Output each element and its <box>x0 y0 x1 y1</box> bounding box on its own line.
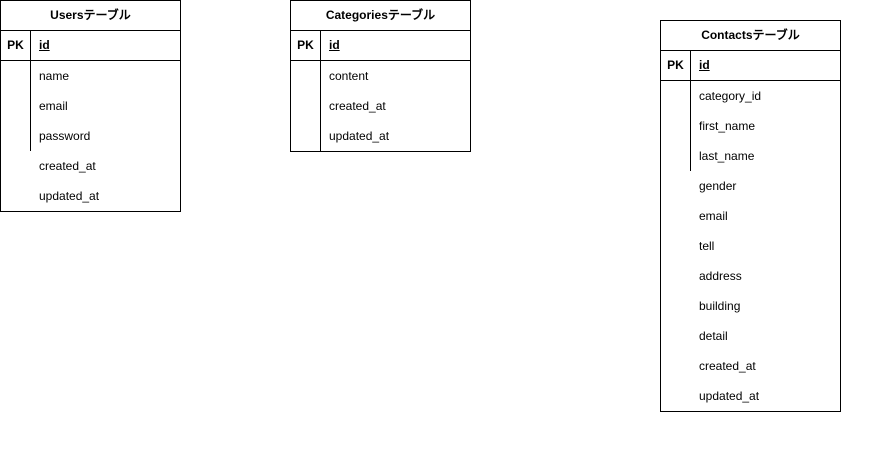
contacts-field-gender: gender <box>699 179 737 193</box>
key-cell <box>1 91 31 121</box>
contacts-pk-row: PK id <box>661 51 840 81</box>
key-cell <box>661 351 691 381</box>
categories-row-created-at: created_at <box>291 91 470 121</box>
key-cell <box>661 321 691 351</box>
key-cell <box>661 111 691 141</box>
key-cell <box>291 121 321 151</box>
users-field-email: email <box>39 99 68 113</box>
contacts-row-gender: gender <box>661 171 840 201</box>
key-cell <box>661 201 691 231</box>
categories-table[interactable]: Categoriesテーブル PK id content created_at … <box>290 0 471 152</box>
contacts-row-category-id: category_id <box>661 81 840 111</box>
categories-pk-row: PK id <box>291 31 470 61</box>
pk-label: PK <box>1 31 31 60</box>
categories-table-title: Categoriesテーブル <box>291 1 470 31</box>
contacts-field-first-name: first_name <box>699 119 756 133</box>
users-row-updated-at: updated_at <box>1 181 180 211</box>
contacts-field-last-name: last_name <box>699 149 755 163</box>
pk-label: PK <box>661 51 691 80</box>
contacts-field-id: id <box>699 58 710 72</box>
contacts-field-address: address <box>699 269 742 283</box>
users-pk-row: PK id <box>1 31 180 61</box>
contacts-field-email: email <box>699 209 728 223</box>
categories-field-updated-at: updated_at <box>329 129 390 143</box>
categories-field-content: content <box>329 69 369 83</box>
users-field-updated-at: updated_at <box>39 189 100 203</box>
key-cell <box>291 61 321 91</box>
contacts-table-title: Contactsテーブル <box>661 21 840 51</box>
users-field-password: password <box>39 129 91 143</box>
contacts-row-last-name: last_name <box>661 141 840 171</box>
key-cell <box>661 381 691 411</box>
users-row-email: email <box>1 91 180 121</box>
key-cell <box>1 181 31 211</box>
contacts-table[interactable]: Contactsテーブル PK id category_id first_nam… <box>660 20 841 412</box>
users-row-password: password <box>1 121 180 151</box>
users-table[interactable]: Usersテーブル PK id name email password crea… <box>0 0 181 212</box>
key-cell <box>291 91 321 121</box>
users-row-created-at: created_at <box>1 151 180 181</box>
contacts-row-detail: detail <box>661 321 840 351</box>
key-cell <box>661 261 691 291</box>
users-row-name: name <box>1 61 180 91</box>
key-cell <box>661 291 691 321</box>
contacts-field-category-id: category_id <box>699 89 762 103</box>
key-cell <box>661 81 691 111</box>
key-cell <box>661 231 691 261</box>
contacts-row-first-name: first_name <box>661 111 840 141</box>
categories-field-id: id <box>329 38 340 52</box>
categories-field-created-at: created_at <box>329 99 386 113</box>
contacts-row-address: address <box>661 261 840 291</box>
contacts-row-created-at: created_at <box>661 351 840 381</box>
users-field-created-at: created_at <box>39 159 96 173</box>
categories-row-updated-at: updated_at <box>291 121 470 151</box>
pk-label: PK <box>291 31 321 60</box>
categories-row-content: content <box>291 61 470 91</box>
contacts-field-updated-at: updated_at <box>699 389 760 403</box>
key-cell <box>1 151 31 181</box>
users-field-id: id <box>39 38 50 52</box>
contacts-row-updated-at: updated_at <box>661 381 840 411</box>
users-table-title: Usersテーブル <box>1 1 180 31</box>
contacts-field-created-at: created_at <box>699 359 756 373</box>
users-field-name: name <box>39 69 70 83</box>
key-cell <box>1 121 31 151</box>
key-cell <box>661 141 691 171</box>
contacts-field-detail: detail <box>699 329 728 343</box>
contacts-row-email: email <box>661 201 840 231</box>
key-cell <box>1 61 31 91</box>
contacts-row-tell: tell <box>661 231 840 261</box>
key-cell <box>661 171 691 201</box>
contacts-field-tell: tell <box>699 239 715 253</box>
contacts-field-building: building <box>699 299 741 313</box>
contacts-row-building: building <box>661 291 840 321</box>
